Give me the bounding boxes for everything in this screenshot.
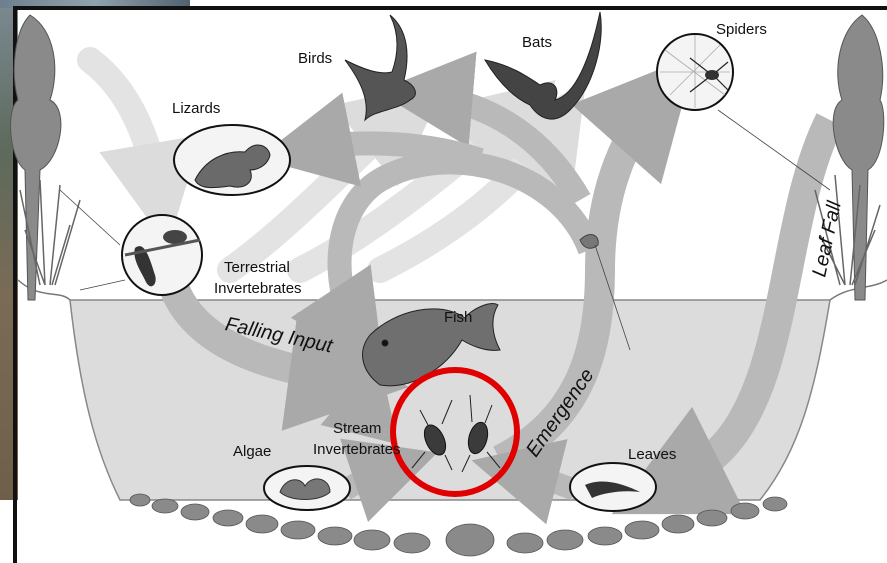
terrestrial-invertebrates-icon bbox=[60, 190, 202, 295]
emergence-to-lizards-arrow bbox=[300, 143, 480, 160]
leaves-label: Leaves bbox=[628, 446, 676, 463]
tree-right-icon bbox=[833, 15, 884, 300]
stream-label-line2: Invertebrates bbox=[313, 441, 401, 458]
bats-label: Bats bbox=[522, 34, 552, 51]
terrestrial-label-line1: Terrestrial bbox=[224, 259, 290, 276]
stream-label-line1: Stream bbox=[333, 420, 381, 437]
terrestrial-label-line2: Invertebrates bbox=[214, 280, 302, 297]
leaves-icon bbox=[570, 463, 656, 511]
spiders-label: Spiders bbox=[716, 21, 767, 38]
fish-label: Fish bbox=[444, 309, 472, 326]
birds-label: Birds bbox=[298, 50, 332, 67]
algae-label: Algae bbox=[233, 443, 271, 460]
algae-icon bbox=[264, 466, 350, 510]
streambed-stones bbox=[130, 494, 787, 556]
bat-icon bbox=[485, 12, 601, 119]
lizard-icon bbox=[174, 125, 290, 195]
lizards-label: Lizards bbox=[172, 100, 220, 117]
invertebrates-to-fish-arrow bbox=[369, 392, 380, 420]
